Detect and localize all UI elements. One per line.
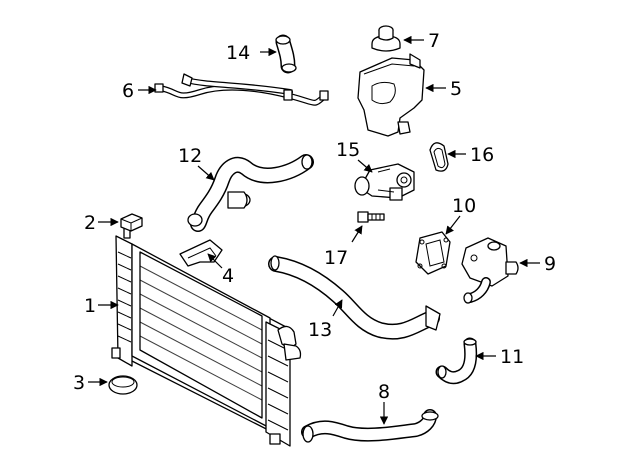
thermostat-housing (354, 163, 415, 201)
callout-7: 7 (428, 30, 440, 52)
callout-4: 4 (222, 265, 234, 287)
callout-5: 5 (450, 78, 462, 100)
coolant-reservoir (357, 53, 425, 137)
radiator-hose-long (268, 255, 441, 340)
callout-labels: 1 2 3 4 5 6 7 8 9 10 11 12 13 14 15 16 1… (73, 30, 556, 403)
callout-9: 9 (544, 253, 556, 275)
callout-6: 6 (122, 80, 134, 102)
callout-15: 15 (336, 139, 360, 161)
callout-8: 8 (378, 381, 390, 403)
elbow-hose-small (275, 34, 297, 74)
callout-11: 11 (500, 346, 524, 368)
callout-16: 16 (470, 144, 494, 166)
lower-hose (301, 409, 439, 443)
callout-2: 2 (84, 212, 96, 234)
reservoir-cap (371, 25, 401, 52)
callout-1: 1 (84, 295, 96, 317)
gasket-plate (415, 231, 451, 275)
water-outlet (461, 237, 519, 304)
bypass-hose (435, 337, 478, 385)
callout-13: 13 (308, 319, 332, 341)
bolt (357, 211, 385, 223)
clip-block (120, 213, 143, 232)
upper-hose (187, 154, 314, 232)
radiator (111, 227, 302, 447)
gasket-ring (429, 142, 449, 172)
callout-10: 10 (452, 195, 476, 217)
callout-12: 12 (178, 145, 202, 167)
radiator-cap (108, 375, 138, 395)
leader-lines (88, 35, 540, 425)
callout-14: 14 (226, 42, 250, 64)
callout-17: 17 (324, 247, 348, 269)
overflow-hose (154, 73, 329, 106)
callout-3: 3 (73, 372, 85, 394)
